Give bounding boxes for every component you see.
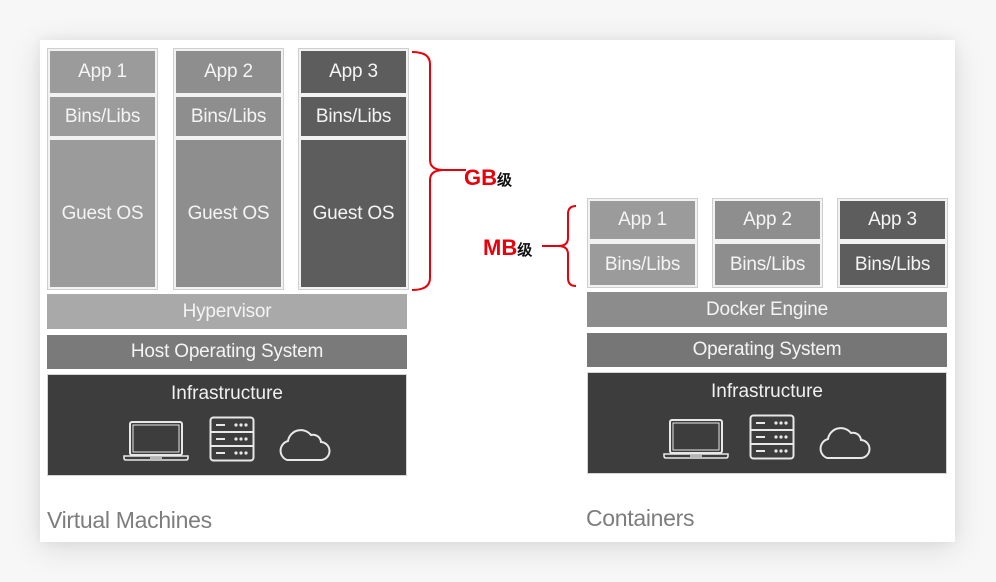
vm-guest-os-3: Guest OS (301, 140, 406, 287)
vm-libs-3: Bins/Libs (301, 97, 406, 136)
container-infrastructure-layer: Infrastructure (587, 372, 947, 474)
vm-hypervisor-layer: Hypervisor (47, 294, 407, 329)
mb-brace (542, 205, 577, 287)
container-app-3: App 3 (840, 201, 945, 239)
container-libs-2: Bins/Libs (715, 244, 820, 285)
server-icon (209, 416, 255, 467)
mb-label: MB级 (483, 235, 532, 261)
vm-infrastructure-label: Infrastructure (171, 383, 283, 404)
vm-guest-os-1: Guest OS (50, 140, 155, 287)
laptop-icon (663, 418, 729, 465)
container-libs-1: Bins/Libs (590, 244, 695, 285)
container-infrastructure-label: Infrastructure (711, 381, 823, 402)
container-app-2: App 2 (715, 201, 820, 239)
gb-brace (411, 51, 466, 291)
vm-infrastructure-layer: Infrastructure (47, 374, 407, 476)
vm-caption: Virtual Machines (47, 507, 212, 533)
docker-engine-layer: Docker Engine (587, 292, 947, 327)
vm-app-1: App 1 (50, 51, 155, 93)
vm-app-2: App 2 (176, 51, 281, 93)
mb-unit: MB (483, 235, 518, 260)
container-os-layer: Operating System (587, 333, 947, 367)
container-infrastructure-icons (588, 414, 946, 465)
cloud-icon (275, 426, 331, 467)
server-icon (749, 414, 795, 465)
gb-suffix: 级 (497, 172, 513, 189)
vm-libs-2: Bins/Libs (176, 97, 281, 136)
vm-app-3: App 3 (301, 51, 406, 93)
gb-unit: GB (464, 165, 497, 190)
mb-suffix: 级 (517, 242, 533, 259)
vm-infrastructure-icons (48, 416, 406, 467)
laptop-icon (123, 420, 189, 467)
vm-host-os-layer: Host Operating System (47, 335, 407, 369)
containers-caption: Containers (586, 505, 695, 531)
vm-libs-1: Bins/Libs (50, 97, 155, 136)
gb-label: GB级 (464, 165, 512, 191)
vm-guest-os-2: Guest OS (176, 140, 281, 287)
container-libs-3: Bins/Libs (840, 244, 945, 285)
cloud-icon (815, 424, 871, 465)
container-app-1: App 1 (590, 201, 695, 239)
